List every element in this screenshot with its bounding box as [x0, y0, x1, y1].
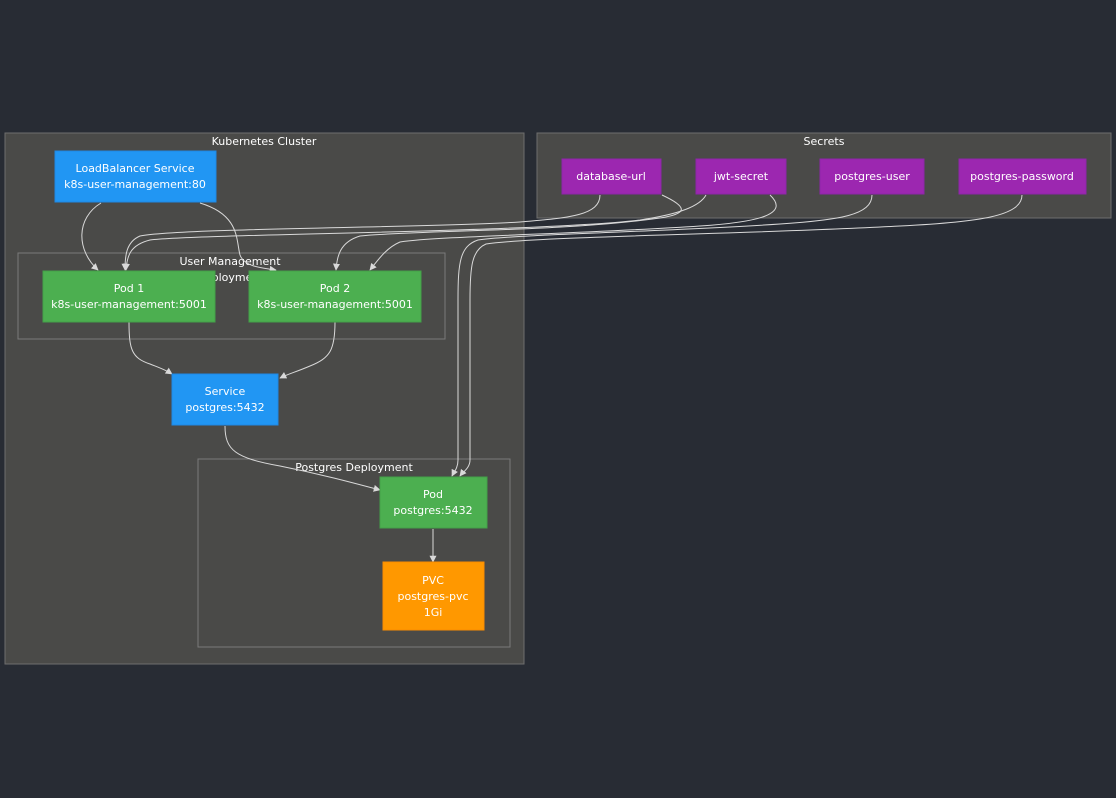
edge-database-url-pod1: [121, 194, 601, 271]
loadbalancer-service-node: LoadBalancer Service k8s-user-management…: [54, 150, 217, 203]
edge-service-pgpod: [224, 425, 381, 492]
loadbalancer-service-port: k8s-user-management:80: [64, 178, 206, 191]
edge-lb-pod1: [81, 202, 102, 271]
postgres-service-node: Service postgres:5432: [171, 373, 279, 426]
postgres-password-secret-node: postgres-password: [958, 158, 1087, 195]
postgres-service-port: postgres:5432: [185, 401, 264, 414]
pod-2-node: Pod 2 k8s-user-management:5001: [248, 270, 422, 323]
jwt-secret-label: jwt-secret: [713, 170, 769, 183]
pvc-title: PVC: [422, 574, 444, 587]
pvc-node: PVC postgres-pvc 1Gi: [382, 561, 485, 631]
pod-2-title: Pod 2: [320, 282, 350, 295]
postgres-pod-port: postgres:5432: [393, 504, 472, 517]
postgres-pod-title: Pod: [423, 488, 443, 501]
edge-database-url-pod2: [332, 194, 682, 271]
database-url-label: database-url: [576, 170, 646, 183]
postgres-deployment-title: Postgres Deployment: [295, 461, 413, 474]
edge-postgres-user-pgpod: [451, 194, 873, 477]
kubernetes-cluster-title: Kubernetes Cluster: [212, 135, 317, 148]
edge-jwt-secret-pod1: [122, 194, 707, 271]
edge-pod2-service: [279, 321, 336, 379]
secrets-cluster-title: Secrets: [804, 135, 845, 148]
postgres-pod-node: Pod postgres:5432: [379, 476, 488, 529]
edges: [81, 194, 1023, 563]
edge-lb-pod2: [199, 202, 277, 273]
jwt-secret-node: jwt-secret: [695, 158, 787, 195]
postgres-user-label: postgres-user: [834, 170, 910, 183]
pod-1-node: Pod 1 k8s-user-management:5001: [42, 270, 216, 323]
database-url-secret-node: database-url: [561, 158, 662, 195]
edge-postgres-password-pgpod: [459, 194, 1023, 477]
postgres-password-label: postgres-password: [970, 170, 1074, 183]
postgres-user-secret-node: postgres-user: [819, 158, 925, 195]
pvc-size: 1Gi: [424, 606, 443, 619]
user-management-title-overflow: ployme: [212, 271, 253, 284]
pod-1-port: k8s-user-management:5001: [51, 298, 207, 311]
user-management-title: User Management: [179, 255, 281, 268]
loadbalancer-service-title: LoadBalancer Service: [76, 162, 195, 175]
edge-jwt-secret-pod2: [369, 194, 777, 271]
postgres-service-title: Service: [205, 385, 246, 398]
pod-1-title: Pod 1: [114, 282, 144, 295]
pvc-name: postgres-pvc: [397, 590, 468, 603]
edge-pod1-service: [128, 321, 173, 375]
pod-2-port: k8s-user-management:5001: [257, 298, 413, 311]
